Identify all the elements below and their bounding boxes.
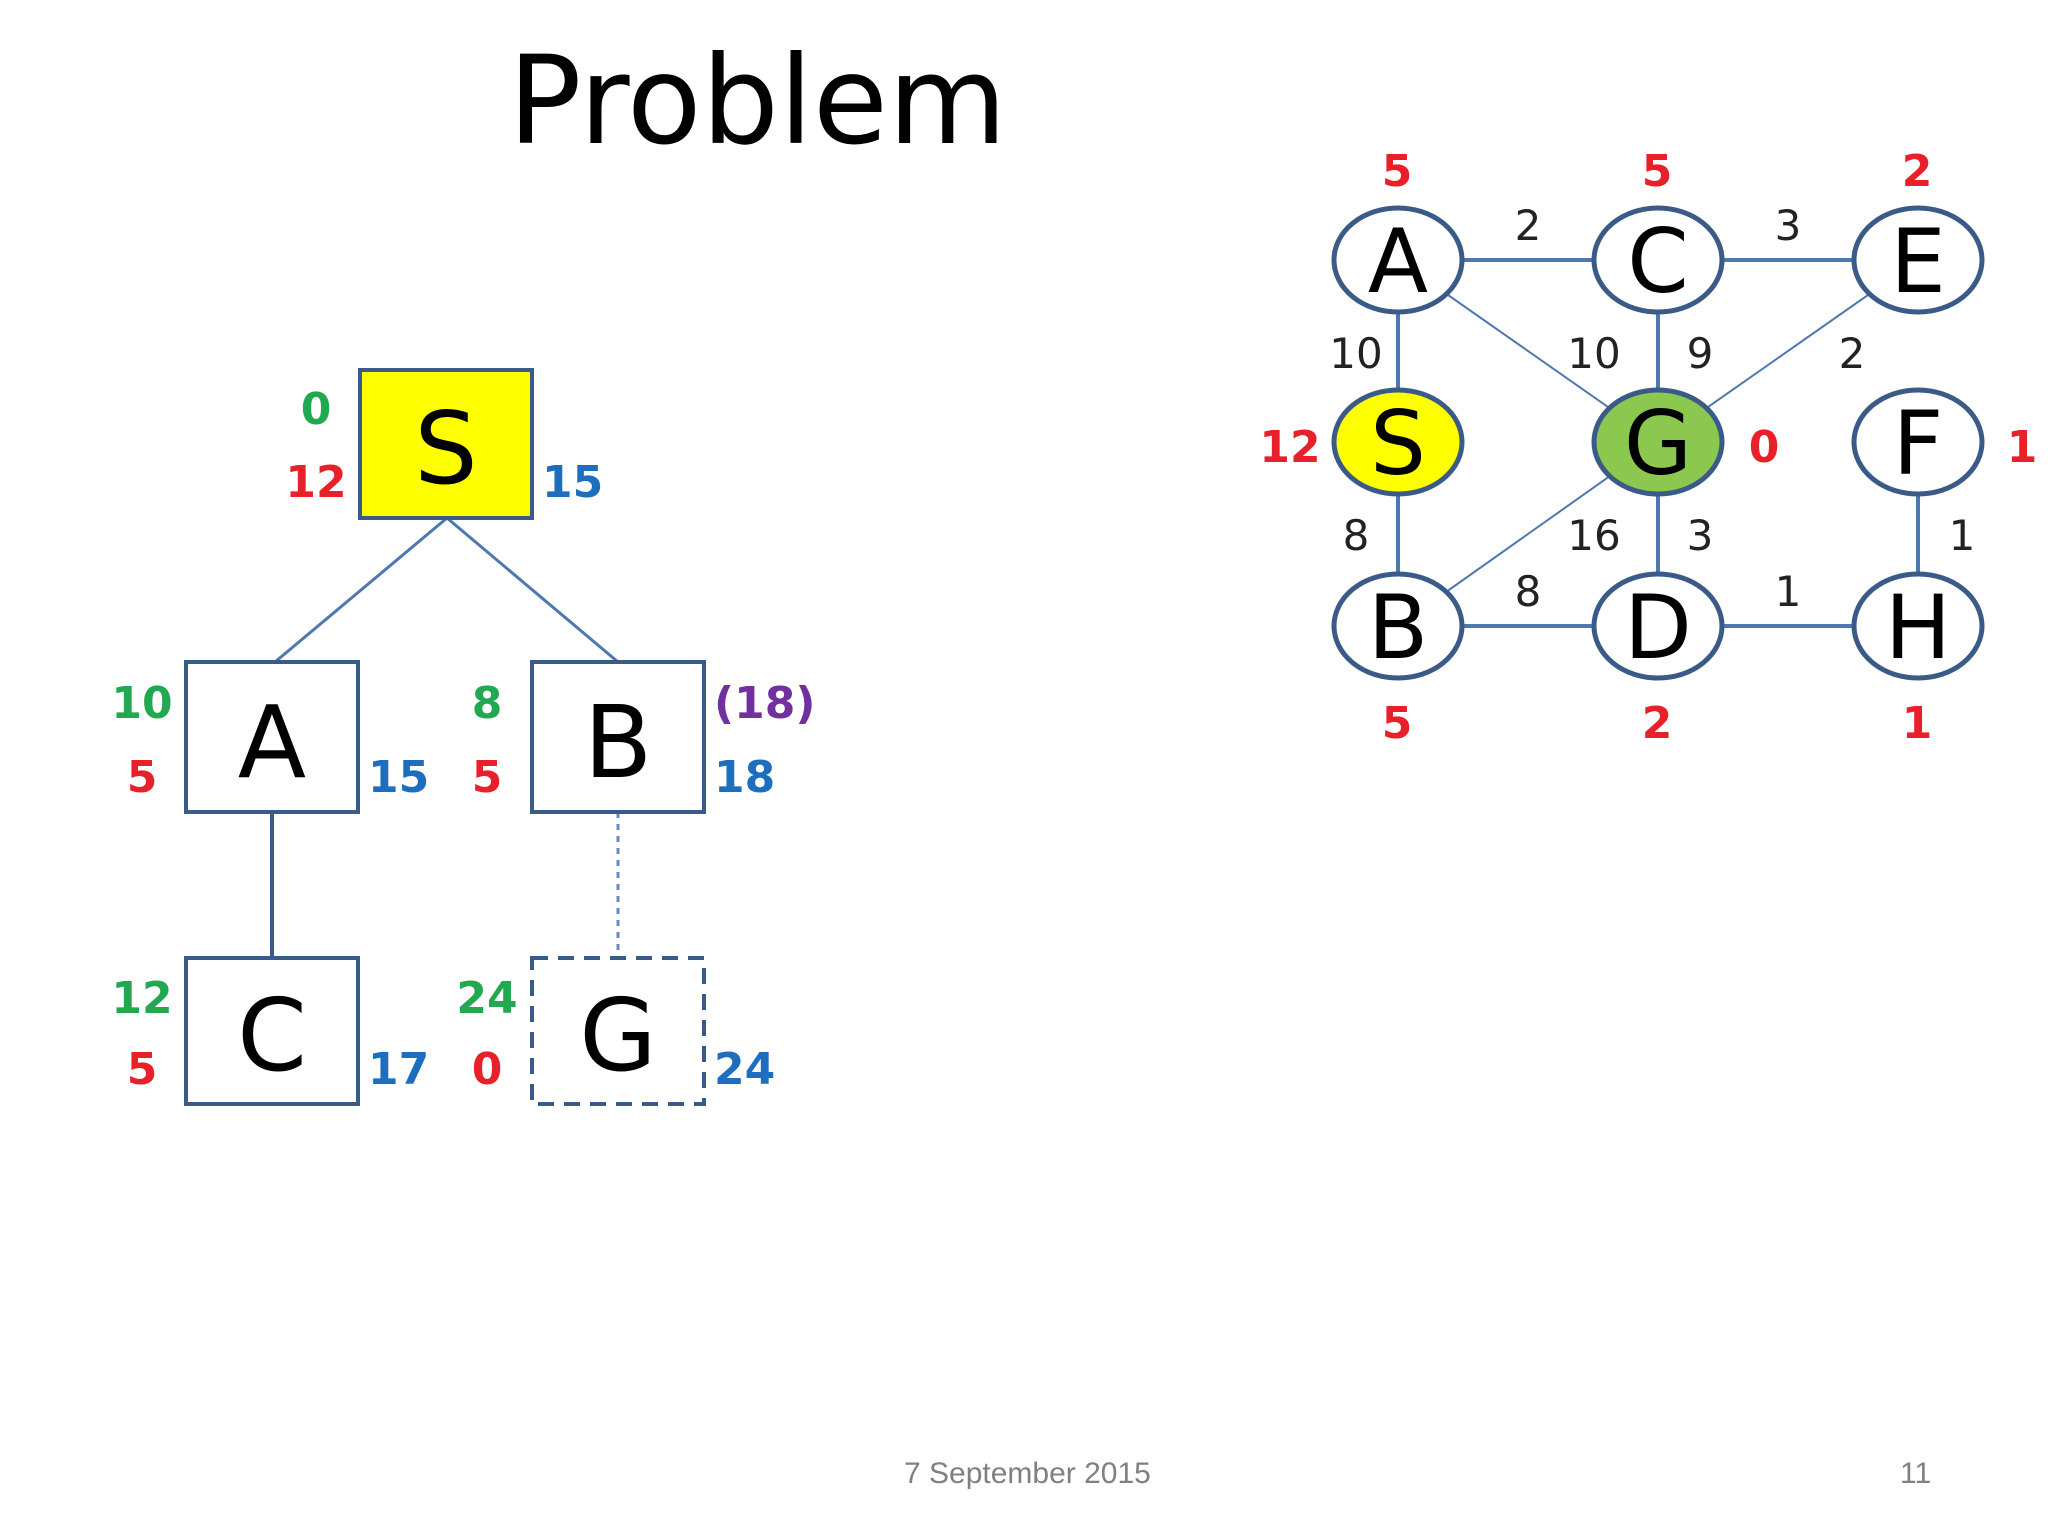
graph-edge-label-c-e: 3	[1775, 201, 1802, 250]
graph-node-b-letter: B	[1368, 576, 1428, 679]
tree-node-a: A 10 5 15	[111, 660, 429, 814]
graph-node-b: B 5	[1331, 571, 1465, 749]
graph-edge-label-a-c: 2	[1515, 201, 1542, 250]
tree-node-a-h: 5	[127, 752, 158, 803]
tree-node-b-g: 8	[472, 678, 503, 729]
tree-node-g-h: 0	[472, 1044, 503, 1095]
tree-node-g: G 24 0 24	[456, 956, 775, 1106]
tree-node-b-bound: (18)	[714, 678, 815, 729]
slide-page-number: 11	[1900, 1457, 1932, 1490]
graph-node-s-h: 12	[1259, 422, 1320, 473]
tree-node-b-letter: B	[584, 684, 653, 801]
graph-node-a-h: 5	[1382, 146, 1413, 197]
graph-node-f: F 1	[1851, 387, 2038, 497]
graph-edge-label-f-h: 1	[1949, 511, 1976, 560]
graph-node-g-h: 0	[1749, 422, 1780, 473]
graph-node-d-h: 2	[1642, 698, 1673, 749]
graph-node-h-h: 1	[1902, 698, 1933, 749]
graph-edge-label-b-d: 8	[1515, 567, 1542, 616]
graph-node-a: A 5	[1331, 146, 1465, 315]
graph-node-c-h: 5	[1642, 146, 1673, 197]
tree-node-b-f: 18	[714, 752, 775, 803]
tree-node-c-h: 5	[127, 1044, 158, 1095]
graph-node-h-letter: H	[1885, 576, 1951, 679]
tree-node-s: S 0 12 15	[285, 368, 603, 520]
tree-node-s-h: 12	[285, 457, 346, 508]
graph-edge-label-b-g: 16	[1567, 511, 1620, 560]
graph-node-b-h: 5	[1382, 698, 1413, 749]
tree-node-g-f: 24	[714, 1044, 775, 1095]
tree-node-a-f: 15	[368, 752, 429, 803]
tree-edge-s-a	[274, 516, 448, 664]
tree-node-g-letter: G	[579, 977, 657, 1094]
graph-edge-label-a-s: 10	[1329, 329, 1382, 378]
tree-node-g-g: 24	[456, 973, 517, 1024]
graph-node-c-letter: C	[1627, 210, 1688, 313]
graph-edge-label-a-g: 10	[1567, 329, 1620, 378]
tree-node-b: B 8 5 (18) 18	[472, 660, 815, 814]
graph-edge-label-s-b: 8	[1343, 511, 1370, 560]
graph-edge-label-c-g: 9	[1687, 329, 1714, 378]
slide-title: Problem	[508, 30, 1007, 172]
graph-node-g-letter: G	[1624, 392, 1692, 495]
graph-node-d-letter: D	[1624, 576, 1692, 679]
state-graph: 2 3 10 10 9 2 8 16 3 1 8 1 A 5 C 5 E 2 S	[1259, 146, 2037, 749]
graph-node-c: C 5	[1591, 146, 1725, 315]
graph-node-s: S 12	[1259, 387, 1465, 497]
tree-node-c-f: 17	[368, 1044, 429, 1095]
graph-node-g: G 0	[1591, 387, 1780, 497]
tree-node-s-g: 0	[301, 384, 332, 435]
graph-node-d: D 2	[1591, 571, 1725, 749]
graph-node-f-h: 1	[2007, 422, 2038, 473]
tree-node-c: C 12 5 17	[111, 956, 429, 1106]
graph-edge-label-e-g: 2	[1839, 329, 1866, 378]
search-tree: S 0 12 15 A 10 5 15 B 8 5 (18) 18 C 12 5	[111, 368, 815, 1106]
tree-node-c-letter: C	[237, 977, 307, 1094]
graph-node-f-letter: F	[1893, 392, 1944, 495]
tree-node-s-letter: S	[414, 390, 477, 507]
slide-date: 7 September 2015	[904, 1457, 1151, 1490]
tree-node-s-f: 15	[542, 457, 603, 508]
graph-node-e-letter: E	[1890, 210, 1946, 313]
graph-edge-label-d-h: 1	[1775, 567, 1802, 616]
tree-edge-s-b	[446, 516, 619, 664]
tree-node-a-letter: A	[238, 684, 306, 801]
tree-node-a-g: 10	[111, 678, 172, 729]
tree-node-b-h: 5	[472, 752, 503, 803]
graph-node-a-letter: A	[1368, 210, 1428, 313]
graph-node-e: E 2	[1851, 146, 1985, 315]
graph-node-e-h: 2	[1902, 146, 1933, 197]
tree-node-c-g: 12	[111, 973, 172, 1024]
graph-node-s-letter: S	[1370, 392, 1426, 495]
graph-node-h: H 1	[1851, 571, 1985, 749]
graph-edge-label-g-d: 3	[1687, 511, 1714, 560]
